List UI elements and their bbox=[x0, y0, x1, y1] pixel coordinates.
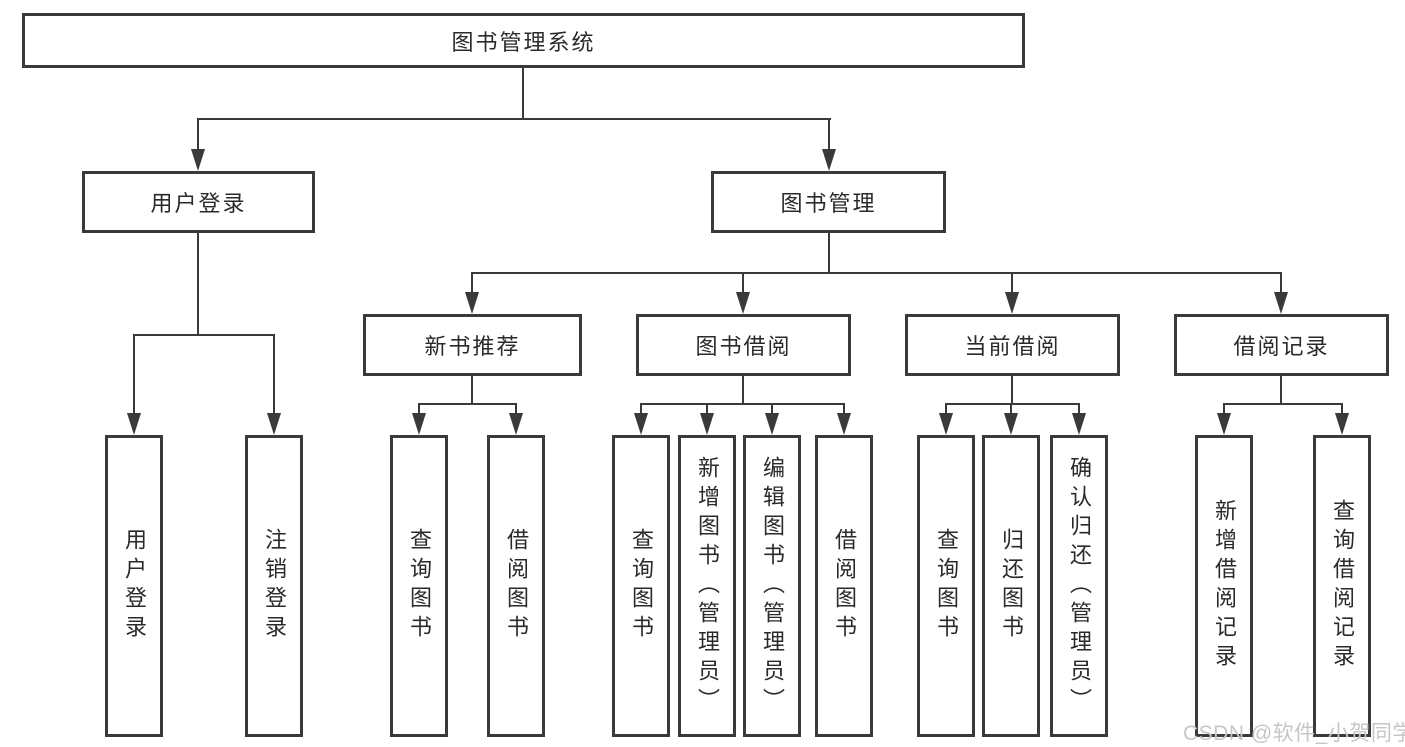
arrow-down-icon bbox=[837, 413, 851, 435]
connector-line bbox=[1223, 403, 1225, 415]
connector-line bbox=[828, 118, 830, 153]
arrow-down-icon bbox=[1005, 292, 1019, 314]
connector-line bbox=[133, 334, 275, 336]
arrow-down-icon bbox=[1217, 413, 1231, 435]
node-book-management: 图书管理 bbox=[711, 171, 946, 233]
connector-line bbox=[418, 403, 517, 405]
arrow-down-icon bbox=[736, 292, 750, 314]
connector-line bbox=[945, 403, 1080, 405]
connector-line bbox=[742, 272, 744, 294]
arrow-down-icon bbox=[509, 413, 523, 435]
leaf-return-books: 归还图书 bbox=[982, 435, 1040, 737]
arrow-down-icon bbox=[939, 413, 953, 435]
connector-line bbox=[706, 403, 708, 415]
connector-line bbox=[1223, 403, 1343, 405]
connector-line bbox=[197, 233, 199, 336]
connector-line bbox=[471, 272, 473, 294]
leaf-query-books-borrow: 查询图书 bbox=[612, 435, 670, 737]
arrow-down-icon bbox=[1274, 292, 1288, 314]
leaf-label: 注销登录 bbox=[262, 528, 287, 644]
node-borrow-records: 借阅记录 bbox=[1174, 314, 1389, 376]
leaf-confirm-return-admin: 确认归还（管理员） bbox=[1050, 435, 1108, 737]
node-new-book-recommend: 新书推荐 bbox=[363, 314, 582, 376]
leaf-label: 编辑图书（管理员） bbox=[760, 455, 785, 717]
arrow-down-icon bbox=[634, 413, 648, 435]
arrow-down-icon bbox=[412, 413, 426, 435]
connector-line bbox=[197, 118, 199, 153]
leaf-label: 归还图书 bbox=[999, 528, 1024, 644]
leaf-add-books-admin: 新增图书（管理员） bbox=[678, 435, 736, 737]
connector-line bbox=[771, 403, 773, 415]
connector-line bbox=[640, 403, 845, 405]
leaf-label: 借阅图书 bbox=[832, 528, 857, 644]
arrow-down-icon bbox=[1072, 413, 1086, 435]
connector-line bbox=[1280, 376, 1282, 405]
connector-line bbox=[1011, 272, 1013, 294]
connector-line bbox=[1078, 403, 1080, 415]
node-book-borrow: 图书借阅 bbox=[636, 314, 851, 376]
connector-line bbox=[273, 334, 275, 415]
arrow-down-icon bbox=[127, 413, 141, 435]
connector-line bbox=[1280, 272, 1282, 294]
node-user-login: 用户登录 bbox=[82, 171, 315, 233]
connector-line bbox=[742, 376, 744, 405]
leaf-label: 用户登录 bbox=[122, 528, 147, 644]
arrow-down-icon bbox=[822, 149, 836, 171]
arrow-down-icon bbox=[1004, 413, 1018, 435]
connector-line bbox=[828, 233, 830, 274]
leaf-label: 确认归还（管理员） bbox=[1067, 455, 1092, 717]
arrow-down-icon bbox=[700, 413, 714, 435]
connector-line bbox=[418, 403, 420, 415]
arrow-down-icon bbox=[191, 149, 205, 171]
leaf-borrow-books-recommend: 借阅图书 bbox=[487, 435, 545, 737]
node-current-borrow: 当前借阅 bbox=[905, 314, 1120, 376]
node-root-library-system: 图书管理系统 bbox=[22, 13, 1025, 68]
arrow-down-icon bbox=[1335, 413, 1349, 435]
leaf-query-books-current: 查询图书 bbox=[917, 435, 975, 737]
leaf-user-login: 用户登录 bbox=[105, 435, 163, 737]
connector-line bbox=[1341, 403, 1343, 415]
leaf-add-borrow-record: 新增借阅记录 bbox=[1195, 435, 1253, 737]
connector-line bbox=[843, 403, 845, 415]
leaf-borrow-books: 借阅图书 bbox=[815, 435, 873, 737]
arrow-down-icon bbox=[465, 292, 479, 314]
arrow-down-icon bbox=[765, 413, 779, 435]
leaf-label: 查询借阅记录 bbox=[1330, 499, 1355, 673]
connector-line bbox=[471, 272, 1282, 274]
leaf-label: 新增图书（管理员） bbox=[695, 455, 720, 717]
leaf-query-borrow-record: 查询借阅记录 bbox=[1313, 435, 1371, 737]
leaf-label: 借阅图书 bbox=[504, 528, 529, 644]
connector-line bbox=[1011, 376, 1013, 405]
connector-line bbox=[515, 403, 517, 415]
arrow-down-icon bbox=[267, 413, 281, 435]
leaf-edit-books-admin: 编辑图书（管理员） bbox=[743, 435, 801, 737]
leaf-logout: 注销登录 bbox=[245, 435, 303, 737]
leaf-label: 查询图书 bbox=[934, 528, 959, 644]
leaf-label: 查询图书 bbox=[629, 528, 654, 644]
connector-line bbox=[471, 376, 473, 405]
connector-line bbox=[1010, 403, 1012, 415]
csdn-watermark: CSDN @软件_小贺同学 bbox=[1183, 722, 1405, 745]
connector-line bbox=[522, 68, 524, 120]
connector-line bbox=[945, 403, 947, 415]
leaf-label: 查询图书 bbox=[407, 528, 432, 644]
leaf-label: 新增借阅记录 bbox=[1212, 499, 1237, 673]
connector-line bbox=[197, 118, 831, 120]
connector-line bbox=[640, 403, 642, 415]
connector-line bbox=[133, 334, 135, 415]
leaf-query-books-recommend: 查询图书 bbox=[390, 435, 448, 737]
